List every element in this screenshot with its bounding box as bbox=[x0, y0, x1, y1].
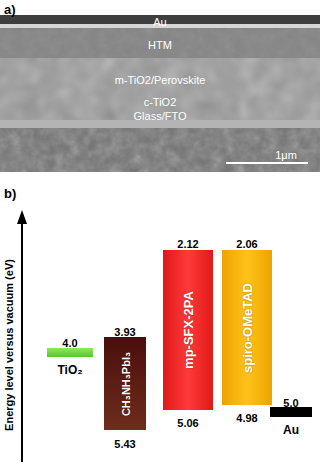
energy-bar: TiO₂ bbox=[47, 348, 93, 357]
energy-value: 5.43 bbox=[114, 438, 135, 451]
energy-value: 2.12 bbox=[177, 238, 198, 251]
label-anchor: Glass/FTO bbox=[134, 106, 187, 124]
text-anchor: spiro-OMeTAD bbox=[238, 282, 256, 372]
energy-value: 4.0 bbox=[62, 337, 77, 350]
label-anchor: a) bbox=[4, 0, 16, 18]
energy-value: 2.06 bbox=[236, 238, 257, 251]
label-anchor: 5.0 bbox=[283, 393, 298, 411]
label-anchor: 1μm bbox=[275, 145, 297, 163]
axis-title: Energy level versus vacuum (eV) bbox=[3, 259, 16, 431]
layer-label: m-TiO2/Perovskite bbox=[115, 74, 206, 87]
scale-label: 1μm bbox=[275, 149, 297, 162]
energy-bar: spiro-OMeTAD bbox=[222, 250, 272, 405]
material-name: mp-SFX-2PA bbox=[182, 291, 197, 369]
energy-bar: CH₃NH₃PbI₃ bbox=[104, 337, 146, 430]
material-name: CH₃NH₃PbI₃ bbox=[120, 351, 133, 415]
layer-label: HTM bbox=[148, 39, 172, 52]
text-anchor: CH₃NH₃PbI₃ bbox=[116, 351, 134, 415]
label-anchor: Energy level versus vacuum (eV) bbox=[0, 259, 17, 431]
label-anchor: 2.06 bbox=[236, 234, 257, 252]
layer-label: c-TiO2 bbox=[144, 96, 177, 109]
scale-bar bbox=[226, 162, 308, 164]
label-anchor: 5.06 bbox=[177, 413, 198, 431]
energy-value: 5.06 bbox=[177, 417, 198, 430]
label-anchor: c-TiO2 bbox=[144, 92, 177, 110]
label-anchor: 2.12 bbox=[177, 234, 198, 252]
text-anchor: TiO₂ bbox=[57, 360, 82, 378]
energy-value: 3.93 bbox=[114, 326, 135, 339]
label-anchor: b) bbox=[4, 184, 16, 202]
label-anchor: 5.43 bbox=[114, 434, 135, 452]
material-name: spiro-OMeTAD bbox=[241, 282, 256, 372]
energy-axis bbox=[17, 210, 27, 462]
label-anchor: 4.0 bbox=[62, 333, 77, 351]
text-anchor: Au bbox=[283, 420, 299, 438]
label-anchor: Au bbox=[153, 12, 166, 30]
sem-image bbox=[0, 15, 320, 172]
layer-label: Au bbox=[153, 16, 166, 29]
label-anchor: 3.93 bbox=[114, 322, 135, 340]
panel-label: a) bbox=[4, 3, 16, 18]
text-anchor: mp-SFX-2PA bbox=[179, 291, 197, 369]
panel-label: b) bbox=[4, 187, 16, 202]
label-anchor: HTM bbox=[148, 35, 172, 53]
energy-value: 4.98 bbox=[236, 412, 257, 425]
material-label: Au bbox=[283, 424, 299, 438]
label-anchor: m-TiO2/Perovskite bbox=[115, 70, 206, 88]
layer-label: Glass/FTO bbox=[134, 110, 187, 123]
label-anchor: 4.98 bbox=[236, 408, 257, 426]
energy-bar: mp-SFX-2PA bbox=[163, 250, 213, 410]
energy-value: 5.0 bbox=[283, 397, 298, 410]
material-label: TiO₂ bbox=[57, 364, 82, 378]
